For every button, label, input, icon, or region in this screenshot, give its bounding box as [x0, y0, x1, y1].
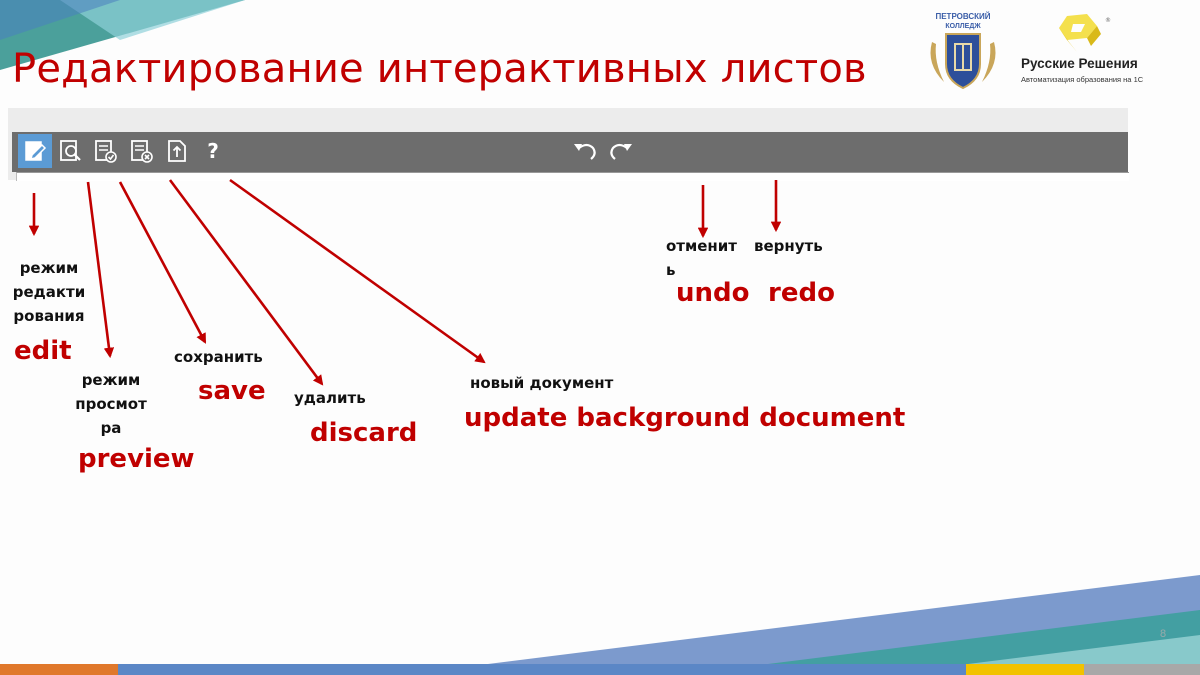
page-title: Редактирование интерактивных листов [12, 46, 867, 92]
company-cube-icon: ® [1059, 14, 1111, 52]
undo-ru-line: ь [666, 261, 676, 279]
preview-en-label: preview [78, 444, 195, 474]
college-crest-icon: ПЕТРОВСКИЙ КОЛЛЕДЖ [930, 12, 996, 90]
page-x-icon [131, 140, 153, 163]
redo-button[interactable] [604, 134, 638, 168]
toolbar: ? [12, 132, 1128, 172]
undo-ru-label: отменит ь [666, 234, 737, 282]
redo-ru-label: вернуть [754, 237, 823, 255]
page-upload-icon [168, 140, 186, 162]
preview-ru-label: режим просмот ра [68, 368, 154, 440]
page-check-icon [95, 140, 117, 163]
undo-en-label: undo [676, 278, 750, 308]
college-logo-bottom-text: КОЛЛЕДЖ [945, 23, 981, 30]
toolbar-bottom-strip [16, 172, 1129, 181]
undo-button[interactable] [568, 134, 602, 168]
edit-ru-line: редакти [12, 283, 86, 301]
page-number: 8 [1160, 628, 1167, 640]
redo-icon [610, 143, 632, 160]
new-doc-ru-label: новый документ [470, 374, 614, 392]
pencil-page-icon [25, 141, 47, 161]
company-tagline: Автоматизация образования на 1С [1021, 75, 1144, 84]
help-button[interactable]: ? [196, 134, 230, 168]
preview-button[interactable] [54, 134, 88, 168]
save-en-label: save [198, 376, 266, 406]
top-decoration [0, 0, 245, 70]
save-ru-label: сохранить [174, 348, 263, 366]
company-name: Русские Решения [1021, 56, 1138, 71]
update-background-button[interactable] [160, 134, 194, 168]
preview-ru-line: просмот [75, 395, 147, 413]
edit-ru-label: режим редакти рования [8, 256, 90, 328]
update-background-en-label: update background document [464, 403, 906, 433]
college-logo: ПЕТРОВСКИЙ КОЛЛЕДЖ [922, 8, 1004, 94]
svg-text:®: ® [1105, 17, 1111, 24]
edit-button[interactable] [18, 134, 52, 168]
arrow-save [118, 181, 207, 344]
arrow-update [229, 178, 486, 364]
college-logo-top-text: ПЕТРОВСКИЙ [935, 12, 990, 21]
preview-ru-line: режим [81, 371, 141, 389]
arrow-preview [86, 181, 115, 359]
edit-ru-line: рования [13, 307, 85, 325]
undo-ru-line: отменит [666, 237, 738, 255]
discard-ru-label: удалить [294, 389, 366, 407]
company-logo: ® Русские Решения Автоматизация образова… [1015, 12, 1155, 92]
preview-ru-line: ра [100, 419, 122, 437]
magnifier-page-icon [60, 140, 81, 161]
edit-en-label: edit [14, 336, 72, 366]
discard-en-label: discard [310, 418, 418, 448]
discard-button[interactable] [124, 134, 158, 168]
question-icon: ? [207, 139, 219, 163]
bottom-decoration [0, 575, 1200, 675]
save-button[interactable] [88, 134, 122, 168]
edit-ru-line: режим [19, 259, 79, 277]
undo-icon [574, 143, 596, 160]
redo-en-label: redo [768, 278, 835, 308]
